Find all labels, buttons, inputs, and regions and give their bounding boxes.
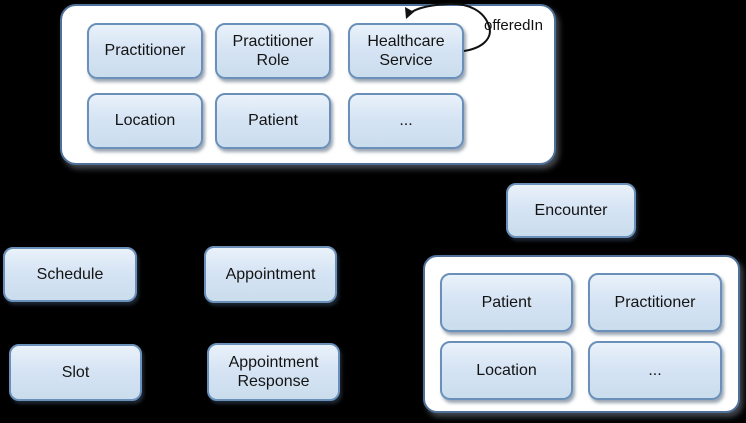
node-appointment-response-label: Appointment Response bbox=[228, 353, 319, 390]
node-patient: Patient bbox=[215, 93, 331, 149]
node-encounter-practitioner-label: Practitioner bbox=[614, 293, 696, 311]
node-encounter-practitioner: Practitioner bbox=[588, 273, 722, 332]
node-appointment-response: Appointment Response bbox=[207, 343, 340, 401]
node-practitioner-label: Practitioner bbox=[104, 42, 186, 60]
node-encounter-location: Location bbox=[440, 341, 573, 400]
node-healthcare-service-label: Healthcare Service bbox=[367, 32, 445, 69]
node-encounter-label: Encounter bbox=[534, 201, 608, 219]
node-slot: Slot bbox=[9, 344, 142, 401]
node-schedule-label: Schedule bbox=[36, 265, 104, 283]
node-practitioner: Practitioner bbox=[87, 23, 203, 79]
node-practitioner-role: Practitioner Role bbox=[215, 23, 331, 79]
node-encounter-patient: Patient bbox=[440, 273, 573, 332]
node-appointment: Appointment bbox=[204, 246, 337, 303]
node-encounter-location-label: Location bbox=[476, 361, 537, 379]
node-encounter: Encounter bbox=[506, 183, 636, 238]
node-ellipsis-top-label: ... bbox=[399, 112, 413, 130]
offeredin-arrow-label: offeredIn bbox=[484, 17, 543, 34]
node-location: Location bbox=[87, 93, 203, 149]
node-ellipsis-top: ... bbox=[348, 93, 464, 149]
node-ellipsis-bottom-label: ... bbox=[648, 361, 662, 379]
node-patient-label: Patient bbox=[248, 112, 298, 130]
node-location-label: Location bbox=[114, 112, 176, 130]
node-encounter-patient-label: Patient bbox=[481, 293, 532, 311]
node-schedule: Schedule bbox=[3, 247, 137, 302]
node-healthcare-service: Healthcare Service bbox=[348, 23, 464, 79]
node-slot-label: Slot bbox=[61, 363, 90, 381]
node-ellipsis-bottom: ... bbox=[588, 341, 722, 400]
node-practitioner-role-label: Practitioner Role bbox=[232, 32, 314, 69]
node-appointment-label: Appointment bbox=[225, 265, 316, 283]
